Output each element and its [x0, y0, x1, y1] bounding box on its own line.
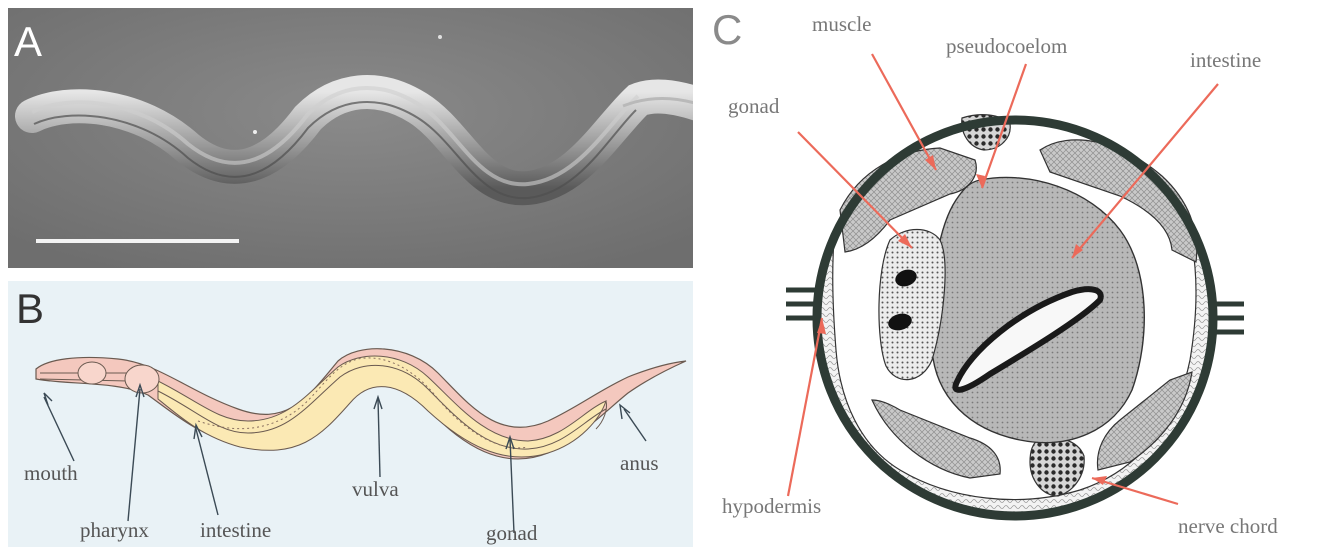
panel-b-letter: B — [16, 285, 44, 333]
label-gonad-b: gonad — [486, 521, 537, 546]
label-hypodermis: hypodermis — [722, 494, 821, 519]
label-gonad-c: gonad — [728, 94, 779, 119]
label-pseudocoelom: pseudocoelom — [946, 34, 1067, 59]
scale-bar — [36, 239, 239, 243]
label-vulva: vulva — [352, 477, 399, 502]
label-pharynx: pharynx — [80, 518, 149, 543]
panel-a-letter: A — [14, 18, 42, 66]
worm-schematic — [8, 281, 693, 547]
panel-c-letter: C — [712, 6, 742, 54]
cross-section-diagram — [700, 0, 1330, 551]
label-mouth: mouth — [24, 461, 78, 486]
label-intestine-c: intestine — [1190, 48, 1261, 73]
worm-photo — [8, 8, 693, 268]
panel-a-micrograph: A — [8, 8, 693, 268]
label-anus: anus — [620, 451, 659, 476]
label-muscle: muscle — [812, 12, 871, 37]
label-intestine-b: intestine — [200, 518, 271, 543]
panel-c-cross-section: C muscle pseudocoelom intestine gonad hy… — [700, 0, 1330, 551]
label-nerve-chord: nerve chord — [1178, 514, 1278, 539]
panel-b-schematic: B mouth pharynx intestine vulva gonad an… — [8, 281, 693, 547]
